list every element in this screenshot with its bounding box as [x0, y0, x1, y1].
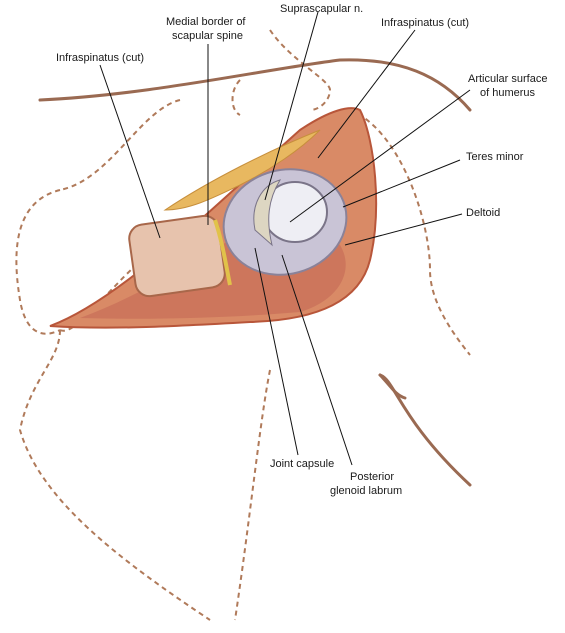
label-posterior-labrum-line1: Posterior	[350, 471, 394, 483]
label-medial-border-line1: Medial border of	[166, 16, 246, 28]
label-medial-border-line2: scapular spine	[172, 30, 243, 42]
suprascapular-nerve	[213, 219, 232, 286]
label-articular-surface-line2: of humerus	[480, 87, 536, 99]
label-articular-surface-line1: Articular surface	[468, 73, 547, 85]
body-outline	[15, 29, 471, 621]
surgical-field	[49, 107, 378, 329]
leader-lines	[99, 11, 471, 466]
label-infraspinatus-left: Infraspinatus (cut)	[56, 52, 144, 64]
fat-layer	[163, 129, 321, 211]
label-infraspinatus-right: Infraspinatus (cut)	[381, 17, 469, 29]
label-suprascapular-nerve: Suprascapular n.	[280, 3, 363, 15]
infraspinatus-cut-stump	[128, 214, 226, 298]
label-joint-capsule: Joint capsule	[270, 458, 334, 470]
label-teres-minor: Teres minor	[466, 151, 524, 163]
glenoid-labrum	[253, 179, 282, 247]
label-posterior-labrum-line2: glenoid labrum	[330, 485, 402, 497]
label-deltoid: Deltoid	[466, 207, 500, 219]
